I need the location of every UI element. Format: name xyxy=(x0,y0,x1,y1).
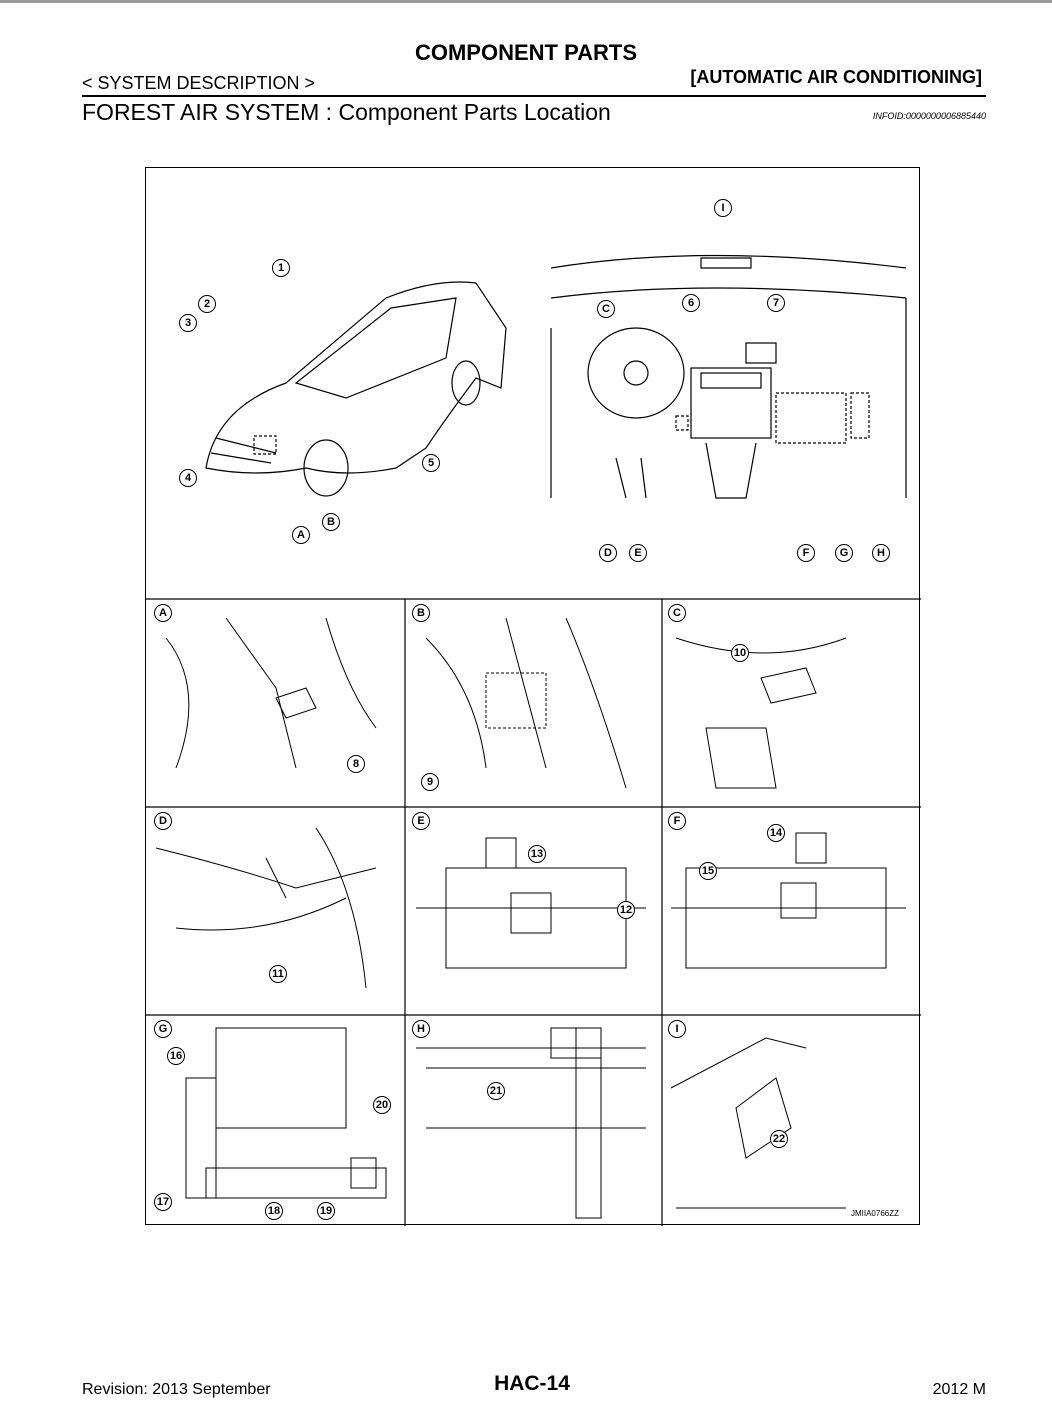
model-label: 2012 M xyxy=(932,1381,986,1398)
top-border xyxy=(0,0,1052,3)
callout-12: 12 xyxy=(617,901,635,919)
callout-14: 14 xyxy=(767,824,785,842)
callout-H: H xyxy=(872,544,890,562)
callout-B: B xyxy=(322,513,340,531)
callout-17: 17 xyxy=(154,1193,172,1211)
figure-drawing xyxy=(146,254,921,1226)
callout-1: 1 xyxy=(272,259,290,277)
dashboard-drawing xyxy=(550,254,907,499)
revision-label: Revision: 2013 September xyxy=(82,1381,271,1398)
header-divider xyxy=(82,95,986,97)
panel-letter-H: H xyxy=(412,1020,430,1038)
callout-6: 6 xyxy=(682,294,700,312)
callout-15: 15 xyxy=(699,862,717,880)
panel-letter-C: C xyxy=(668,604,686,622)
panel-letter-D: D xyxy=(154,812,172,830)
callout-D: D xyxy=(599,544,617,562)
callout-19: 19 xyxy=(317,1202,335,1220)
callout-16: 16 xyxy=(167,1047,185,1065)
component-location-figure: 1 2 3 4 5 A B I C 6 7 D E F G H A B C D … xyxy=(145,167,921,1226)
callout-9: 9 xyxy=(421,773,439,791)
callout-7: 7 xyxy=(767,294,785,312)
category-label: [AUTOMATIC AIR CONDITIONING] xyxy=(690,67,982,87)
panel-letter-G: G xyxy=(154,1020,172,1038)
panel-letter-F: F xyxy=(668,812,686,830)
callout-A: A xyxy=(292,526,310,544)
detail-sketches xyxy=(155,617,906,1219)
panel-letter-I: I xyxy=(668,1020,686,1038)
callout-8: 8 xyxy=(347,755,365,773)
panel-letter-A: A xyxy=(154,604,172,622)
system-description-label: < SYSTEM DESCRIPTION > xyxy=(82,73,316,93)
panel-letter-B: B xyxy=(412,604,430,622)
callout-C: C xyxy=(597,300,615,318)
page-number: HAC-14 xyxy=(494,1372,570,1395)
callout-3: 3 xyxy=(179,314,197,332)
callout-I: I xyxy=(714,199,732,217)
callout-18: 18 xyxy=(265,1202,283,1220)
callout-4: 4 xyxy=(179,469,197,487)
panel-grid xyxy=(146,598,921,1226)
callout-13: 13 xyxy=(528,845,546,863)
page-title: COMPONENT PARTS xyxy=(414,40,638,65)
callout-5: 5 xyxy=(422,454,440,472)
callout-F: F xyxy=(797,544,815,562)
callout-10: 10 xyxy=(731,644,749,662)
callout-20: 20 xyxy=(373,1096,391,1114)
callout-E: E xyxy=(629,544,647,562)
panel-letter-E: E xyxy=(412,812,430,830)
figure-id: JMIIA0766ZZ xyxy=(850,1209,899,1218)
callout-21: 21 xyxy=(487,1082,505,1100)
car-drawing xyxy=(205,281,507,497)
callout-G: G xyxy=(835,544,853,562)
callout-2: 2 xyxy=(198,295,216,313)
callout-11: 11 xyxy=(269,965,287,983)
section-title: FOREST AIR SYSTEM : Component Parts Loca… xyxy=(82,99,611,125)
info-id: INFOID:0000000006885440 xyxy=(872,111,986,121)
callout-22: 22 xyxy=(770,1130,788,1148)
